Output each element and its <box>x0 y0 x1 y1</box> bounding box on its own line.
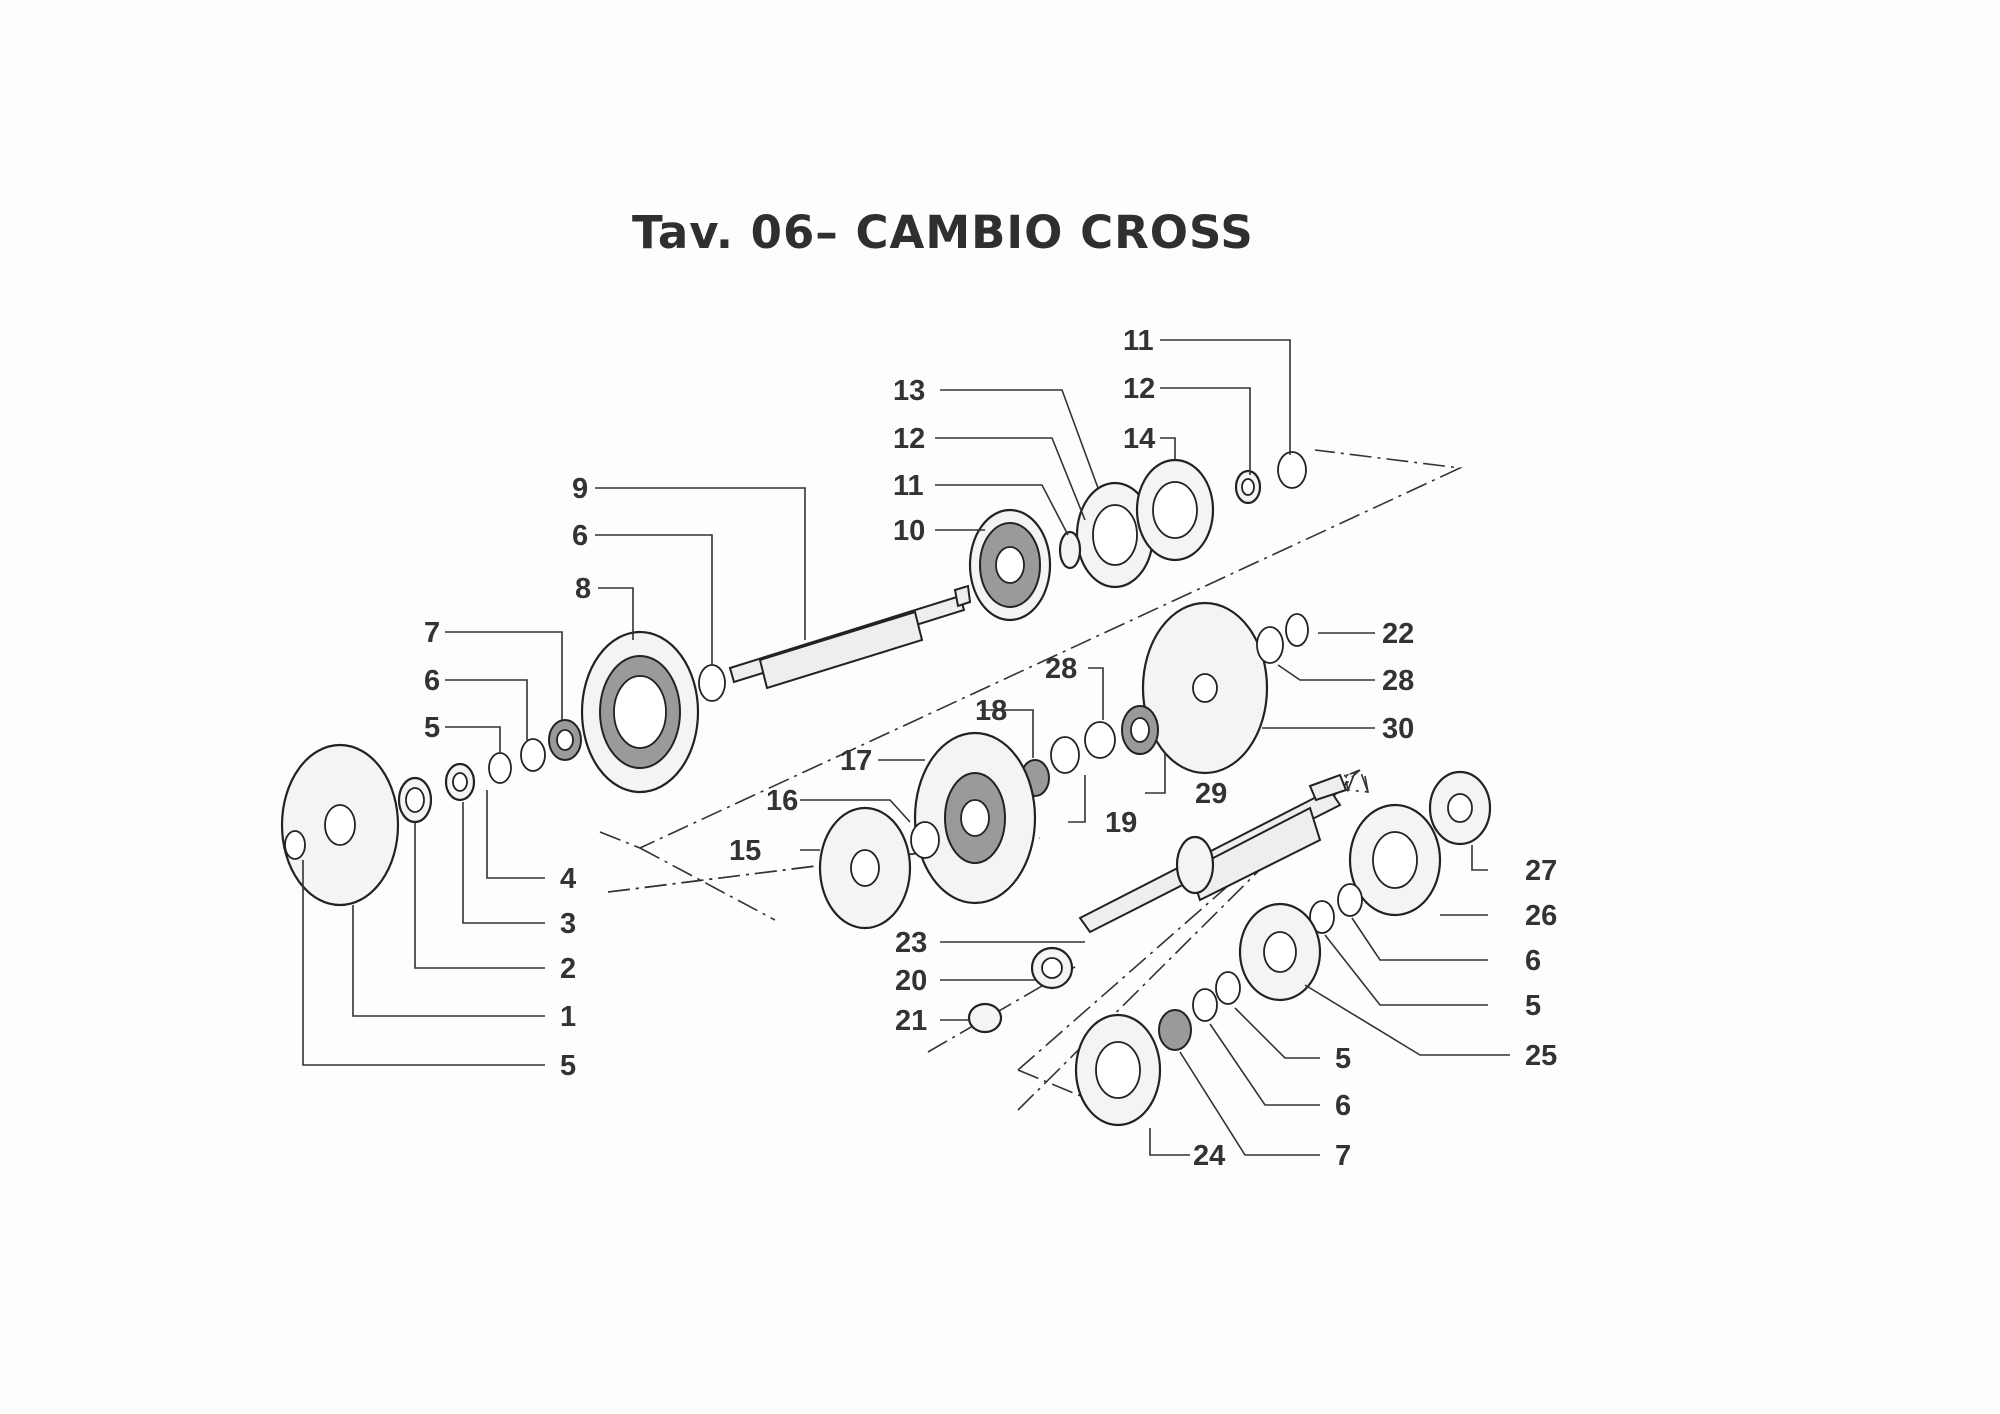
callout-24: 24 <box>1193 1140 1225 1172</box>
washer-19 <box>1050 736 1080 774</box>
bearing-11-mid <box>1058 530 1082 570</box>
callout-5: 5 <box>1525 990 1541 1022</box>
callout-1: 1 <box>560 1001 576 1033</box>
gear-17 <box>913 731 1037 905</box>
callout-12: 12 <box>893 423 925 455</box>
callout-23: 23 <box>895 927 927 959</box>
callout-15: 15 <box>729 835 761 867</box>
callout-12: 12 <box>1123 373 1155 405</box>
gear-15 <box>818 806 912 930</box>
callout-13: 13 <box>893 375 925 407</box>
washer-6-left <box>520 738 546 772</box>
callout-30: 30 <box>1382 713 1414 745</box>
callout-11: 11 <box>893 470 924 502</box>
callout-22: 22 <box>1382 618 1414 650</box>
callout-6: 6 <box>1335 1090 1351 1122</box>
callout-labels: 11 13 12 12 14 11 10 9 6 8 7 6 5 4 3 2 1… <box>424 325 1557 1172</box>
gear-8 <box>580 630 700 794</box>
page-title: Tav. 06– CAMBIO CROSS <box>632 206 1254 259</box>
callout-25: 25 <box>1525 1040 1557 1072</box>
needle-bearing-29 <box>1121 705 1159 755</box>
callout-21: 21 <box>895 1005 927 1037</box>
callout-28: 28 <box>1382 665 1414 697</box>
washer-6-lower <box>1192 988 1218 1022</box>
callout-5: 5 <box>560 1050 576 1082</box>
callout-3: 3 <box>560 908 576 940</box>
callout-11: 11 <box>1123 325 1154 357</box>
gear-10 <box>968 508 1052 622</box>
callout-28: 28 <box>1045 653 1077 685</box>
washer-16 <box>910 821 940 859</box>
washer-12-top <box>1234 469 1262 505</box>
callout-27: 27 <box>1525 855 1557 887</box>
callout-26: 26 <box>1525 900 1557 932</box>
callout-16: 16 <box>766 785 798 817</box>
callout-29: 29 <box>1195 778 1227 810</box>
leader-lines <box>302 339 1510 1156</box>
callout-2: 2 <box>560 953 576 985</box>
circlip-5-bottom <box>284 830 306 860</box>
nut-21 <box>967 1002 1003 1034</box>
bushing-4 <box>444 762 476 802</box>
callout-7: 7 <box>1335 1140 1351 1172</box>
callout-5: 5 <box>1335 1043 1351 1075</box>
circlip-11-top <box>1277 451 1307 489</box>
circlip-5-right <box>1309 900 1335 934</box>
spacer-3 <box>397 776 433 824</box>
callout-6: 6 <box>1525 945 1541 977</box>
washer-20 <box>1030 946 1074 990</box>
callout-6: 6 <box>572 520 588 552</box>
mainshaft-9 <box>728 584 972 690</box>
callout-6: 6 <box>424 665 440 697</box>
callout-8: 8 <box>575 573 591 605</box>
washer-6-upper <box>698 664 726 702</box>
callout-18: 18 <box>975 695 1007 727</box>
gear-14 <box>1135 458 1215 562</box>
washer-6-right <box>1337 883 1363 917</box>
washer-28-right <box>1256 626 1284 664</box>
needle-bearing-7-lower <box>1158 1009 1192 1051</box>
callout-4: 4 <box>560 863 576 895</box>
sprocket-1 <box>280 743 400 907</box>
callout-5: 5 <box>424 712 440 744</box>
callout-7: 7 <box>424 617 440 649</box>
circlip-5-lower <box>1215 971 1241 1005</box>
callout-19: 19 <box>1105 807 1137 839</box>
callout-10: 10 <box>893 515 925 547</box>
gear-on-countershaft <box>1175 835 1215 895</box>
callout-17: 17 <box>840 745 872 777</box>
circlip-5-left <box>488 752 512 784</box>
callout-14: 14 <box>1123 423 1155 455</box>
callout-20: 20 <box>895 965 927 997</box>
gear-26 <box>1348 803 1442 917</box>
washer-28-mid <box>1084 721 1116 759</box>
gear-27 <box>1428 770 1492 846</box>
circlip-22 <box>1285 613 1309 647</box>
needle-bearing-7 <box>548 719 582 761</box>
gear-24 <box>1074 1013 1162 1127</box>
gear-30 <box>1141 601 1269 775</box>
callout-9: 9 <box>572 473 588 505</box>
gear-25 <box>1238 902 1322 1002</box>
